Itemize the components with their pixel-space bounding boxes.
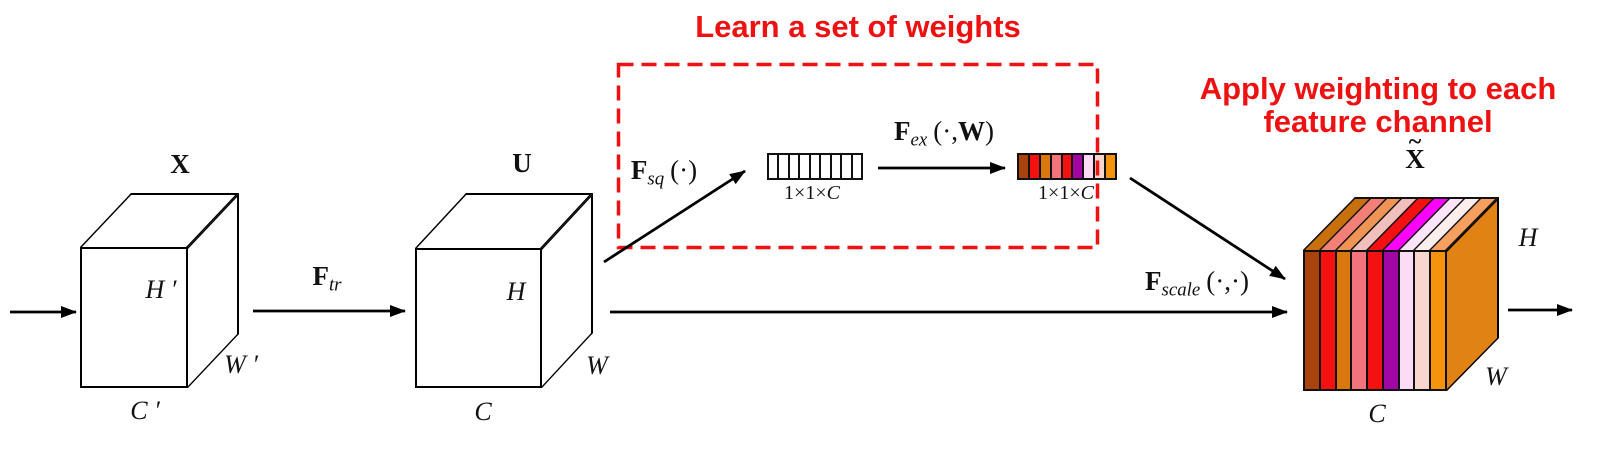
fex-args-w: W	[958, 116, 985, 146]
squeeze-dim-label: 1×1×C	[752, 183, 872, 204]
channel-cell	[1106, 155, 1116, 178]
channel-cell	[810, 155, 820, 178]
cube-u-height-label: H	[506, 277, 526, 306]
channel-cell	[821, 155, 830, 178]
cube-x-front-face	[80, 247, 188, 388]
excite-dim-c: C	[1080, 182, 1094, 204]
cube-xtilde-front-face	[1303, 250, 1447, 391]
fex-sub: ex	[910, 129, 928, 151]
ftr-sub: tr	[328, 274, 342, 296]
ftr-label: Ftr	[217, 261, 437, 296]
channel-cell	[1040, 155, 1050, 178]
channel-cell	[1051, 155, 1061, 178]
excitation-weights-bar	[1017, 153, 1117, 180]
fscale-label: Fscale(·,·)	[1087, 266, 1307, 301]
channel-cell	[1336, 252, 1351, 389]
excite-dim-pre: 1×1×	[1038, 182, 1081, 204]
cube-x-channel-label: C ′	[130, 396, 160, 425]
cube-u-front-face	[415, 248, 542, 388]
ftr-f: F	[312, 261, 329, 291]
cube-xtilde-width-label: W	[1485, 362, 1507, 391]
cube-u-width-label: W	[586, 351, 608, 380]
apply-weighting-title: Apply weighting to each feature channel	[1158, 72, 1598, 138]
cube-x-label: X	[170, 149, 190, 179]
fscale-sub: scale	[1161, 279, 1201, 301]
squeeze-dim-pre: 1×1×	[784, 182, 827, 204]
channel-cell	[800, 155, 809, 178]
fex-f: F	[893, 116, 911, 146]
channel-cell	[1305, 252, 1319, 389]
squeeze-dim-c: C	[826, 182, 840, 204]
channel-cell	[769, 155, 778, 178]
squeeze-vector-bar	[767, 153, 863, 180]
channel-cell	[1383, 252, 1398, 389]
channel-cell	[1415, 252, 1430, 389]
channel-cell	[842, 155, 851, 178]
channel-cell	[789, 155, 799, 178]
cube-x-width-label: W ′	[224, 350, 258, 379]
channel-cell	[779, 155, 788, 178]
learn-weights-title: Learn a set of weights	[695, 9, 1021, 44]
channel-cell	[1062, 155, 1072, 178]
channel-cell	[1431, 252, 1446, 389]
channel-cell	[831, 155, 841, 178]
channel-cell	[1320, 252, 1335, 389]
cube-xtilde-height-label: H	[1518, 223, 1538, 252]
fscale-f: F	[1144, 266, 1162, 296]
fsq-f: F	[630, 155, 648, 185]
learn-weights-dashed-box	[616, 62, 1100, 250]
channel-cell	[1352, 252, 1367, 389]
channel-cell	[1368, 252, 1382, 389]
apply-weights-arrow	[1129, 176, 1286, 281]
cube-xtilde-channel-label: C	[1368, 399, 1386, 428]
channel-cell	[1073, 155, 1083, 178]
cube-xtilde-base: X	[1405, 144, 1425, 174]
fsq-label: Fsq(·)	[554, 155, 774, 190]
fex-args-pre: (·,	[933, 116, 958, 146]
cube-u-channel-label: C	[474, 397, 492, 426]
cube-x-height-label: H ′	[145, 275, 177, 304]
apply-weighting-line2: feature channel	[1263, 104, 1493, 139]
channel-cell	[1029, 155, 1039, 178]
fsq-sub: sq	[647, 168, 665, 190]
apply-weighting-line1: Apply weighting to each	[1199, 71, 1557, 106]
fscale-args: (·,·)	[1206, 266, 1250, 296]
excite-dim-label: 1×1×C	[1006, 183, 1126, 204]
fsq-args: (·)	[670, 155, 698, 185]
channel-cell	[1399, 252, 1414, 389]
cube-u-label: U	[512, 148, 532, 178]
fex-label: Fex(·,W)	[834, 116, 1054, 151]
channel-cell	[1095, 155, 1105, 178]
channel-cell	[1084, 155, 1094, 178]
channel-cell	[852, 155, 861, 178]
channel-cell	[1019, 155, 1028, 178]
fex-args-post: )	[985, 116, 994, 146]
fsq-arrow	[603, 169, 746, 264]
